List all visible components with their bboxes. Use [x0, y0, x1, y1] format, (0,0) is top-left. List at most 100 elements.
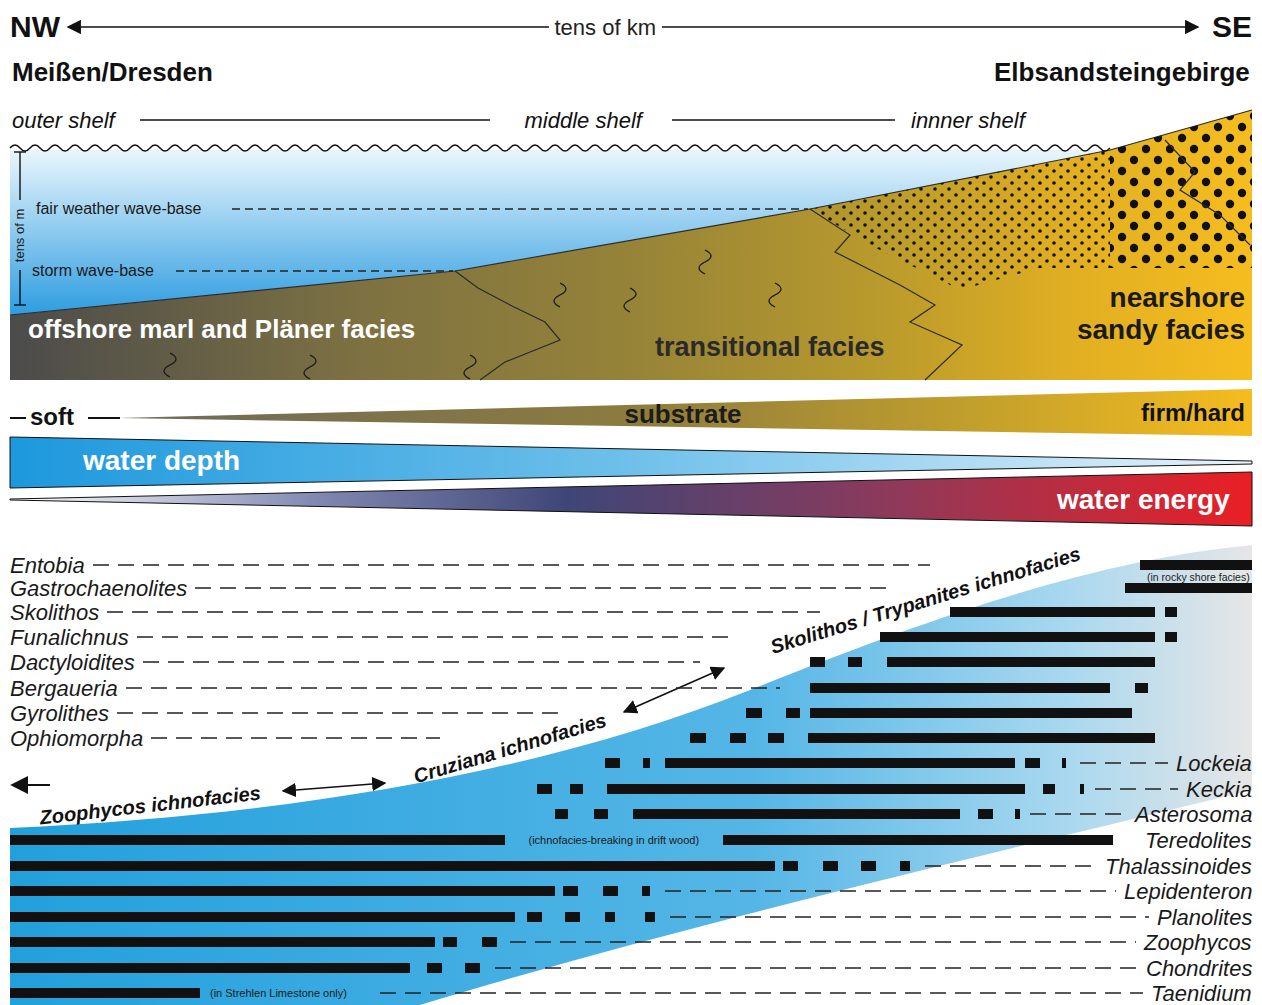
absence-dash [1030, 813, 1127, 815]
range-bar [746, 708, 762, 718]
range-bar [1125, 583, 1252, 593]
art-part [19, 270, 20, 305]
range-bar [10, 912, 515, 922]
absence-dash [1080, 762, 1168, 764]
range-bar [537, 784, 552, 794]
range-bar [594, 809, 608, 819]
range-bar [823, 861, 838, 871]
range-bar [563, 886, 578, 896]
range-bar [810, 657, 825, 667]
range-bar [665, 758, 1015, 768]
range-bar [783, 861, 798, 871]
range-bar [723, 835, 1113, 845]
range-bar [10, 937, 435, 947]
trace-fossil-name: Zoophycos [1144, 930, 1252, 955]
gradient-label: substrate [625, 400, 742, 430]
range-bar [810, 683, 1110, 693]
range-bar [10, 886, 555, 896]
range-bar [645, 912, 655, 922]
facies-label: offshore marl and Pläner facies [28, 315, 415, 345]
substrate-line [10, 417, 26, 419]
sediment-body [10, 110, 1252, 380]
absence-dash [143, 661, 700, 663]
range-bar [10, 963, 410, 973]
note: (in rocky shore facies) [1147, 571, 1250, 583]
range-bar [1140, 560, 1252, 570]
transition-arrow [283, 783, 385, 791]
absence-dash [380, 992, 1143, 994]
shelf-label: outer shelf [12, 108, 115, 133]
range-bar [1165, 632, 1177, 642]
storm-wave-base [176, 270, 453, 271]
direction-label: NW [10, 10, 60, 45]
trace-fossil-name: Keckia [1186, 777, 1252, 802]
absence-dash [126, 687, 780, 689]
transition-arrow [624, 668, 724, 712]
note: (ichnofacies-breaking in drift wood) [529, 834, 700, 847]
range-bar [605, 912, 615, 922]
absence-dash [137, 636, 735, 638]
place-name: Meißen/Dresden [12, 58, 213, 88]
offshore-arrow [12, 784, 50, 786]
gradient-label: water depth [83, 445, 240, 477]
trace-fossil-name: Thalassinoides [1105, 854, 1252, 879]
range-bar [690, 733, 706, 743]
range-bar [978, 809, 993, 819]
sea-floor-line [10, 110, 1252, 315]
range-bar [887, 657, 1155, 667]
art-part [699, 250, 711, 274]
direction-label: SE [1212, 10, 1252, 45]
range-bar [603, 886, 618, 896]
trace-fossil-name: Teredolites [1145, 828, 1252, 853]
fair-weather-wave-base [232, 208, 808, 209]
ichnofacies-label: Cruziana ichnofacies [411, 708, 609, 788]
range-bar [786, 708, 800, 718]
range-bar [810, 708, 1132, 718]
trace-fossil-name: Chondrites [1146, 956, 1252, 981]
gradient-label: water energy [1057, 484, 1230, 516]
ichnofacies-label: Skolithos / Trypanites ichnofacies [767, 542, 1083, 658]
trace-fossil-name: Funalichnus [10, 625, 129, 650]
wave-base-label: fair weather wave-base [36, 200, 201, 218]
range-bar [861, 861, 876, 871]
range-bar [1062, 758, 1066, 768]
facies-boundary [1165, 140, 1250, 245]
trace-fossil-name: Asterosoma [1135, 802, 1252, 827]
place-name: Elbsandsteingebirge [994, 58, 1250, 88]
range-bar [808, 733, 1155, 743]
range-bar [642, 886, 650, 896]
range-bar [950, 607, 1155, 617]
pebble-dots [1110, 110, 1252, 268]
range-bar [527, 912, 542, 922]
absence-dash [195, 587, 890, 589]
range-bar [1015, 809, 1020, 819]
range-bar [555, 809, 568, 819]
range-bar [10, 835, 505, 845]
range-bar [607, 784, 1025, 794]
sand-dots [810, 150, 1110, 290]
trace-fossil-name: Dactyloidites [10, 650, 135, 675]
art-part [554, 283, 566, 307]
range-bar [427, 963, 442, 973]
water-surface [10, 145, 1110, 151]
absence-dash [495, 967, 1138, 969]
range-bar [633, 809, 960, 819]
facies-label: transitional facies [655, 332, 885, 363]
range-bar [848, 657, 862, 667]
range-bar [605, 758, 620, 768]
art-part [769, 283, 781, 307]
shelf-label: innner shelf [911, 108, 1025, 133]
range-bar [465, 963, 480, 973]
trace-fossil-name: Skolithos [10, 600, 99, 625]
absence-dash [151, 737, 440, 739]
trace-fossil-name: Entobia [10, 553, 85, 578]
art-part [624, 288, 636, 312]
absence-dash [1095, 788, 1178, 790]
range-bar [443, 937, 457, 947]
facies-label: nearshore sandy facies [1030, 282, 1245, 346]
gradient-label: firm/hard [1141, 399, 1245, 427]
scale-label: tens of m [13, 208, 28, 261]
range-bar [1165, 607, 1177, 617]
trace-fossil-name: Gastrochaenolites [10, 576, 187, 601]
